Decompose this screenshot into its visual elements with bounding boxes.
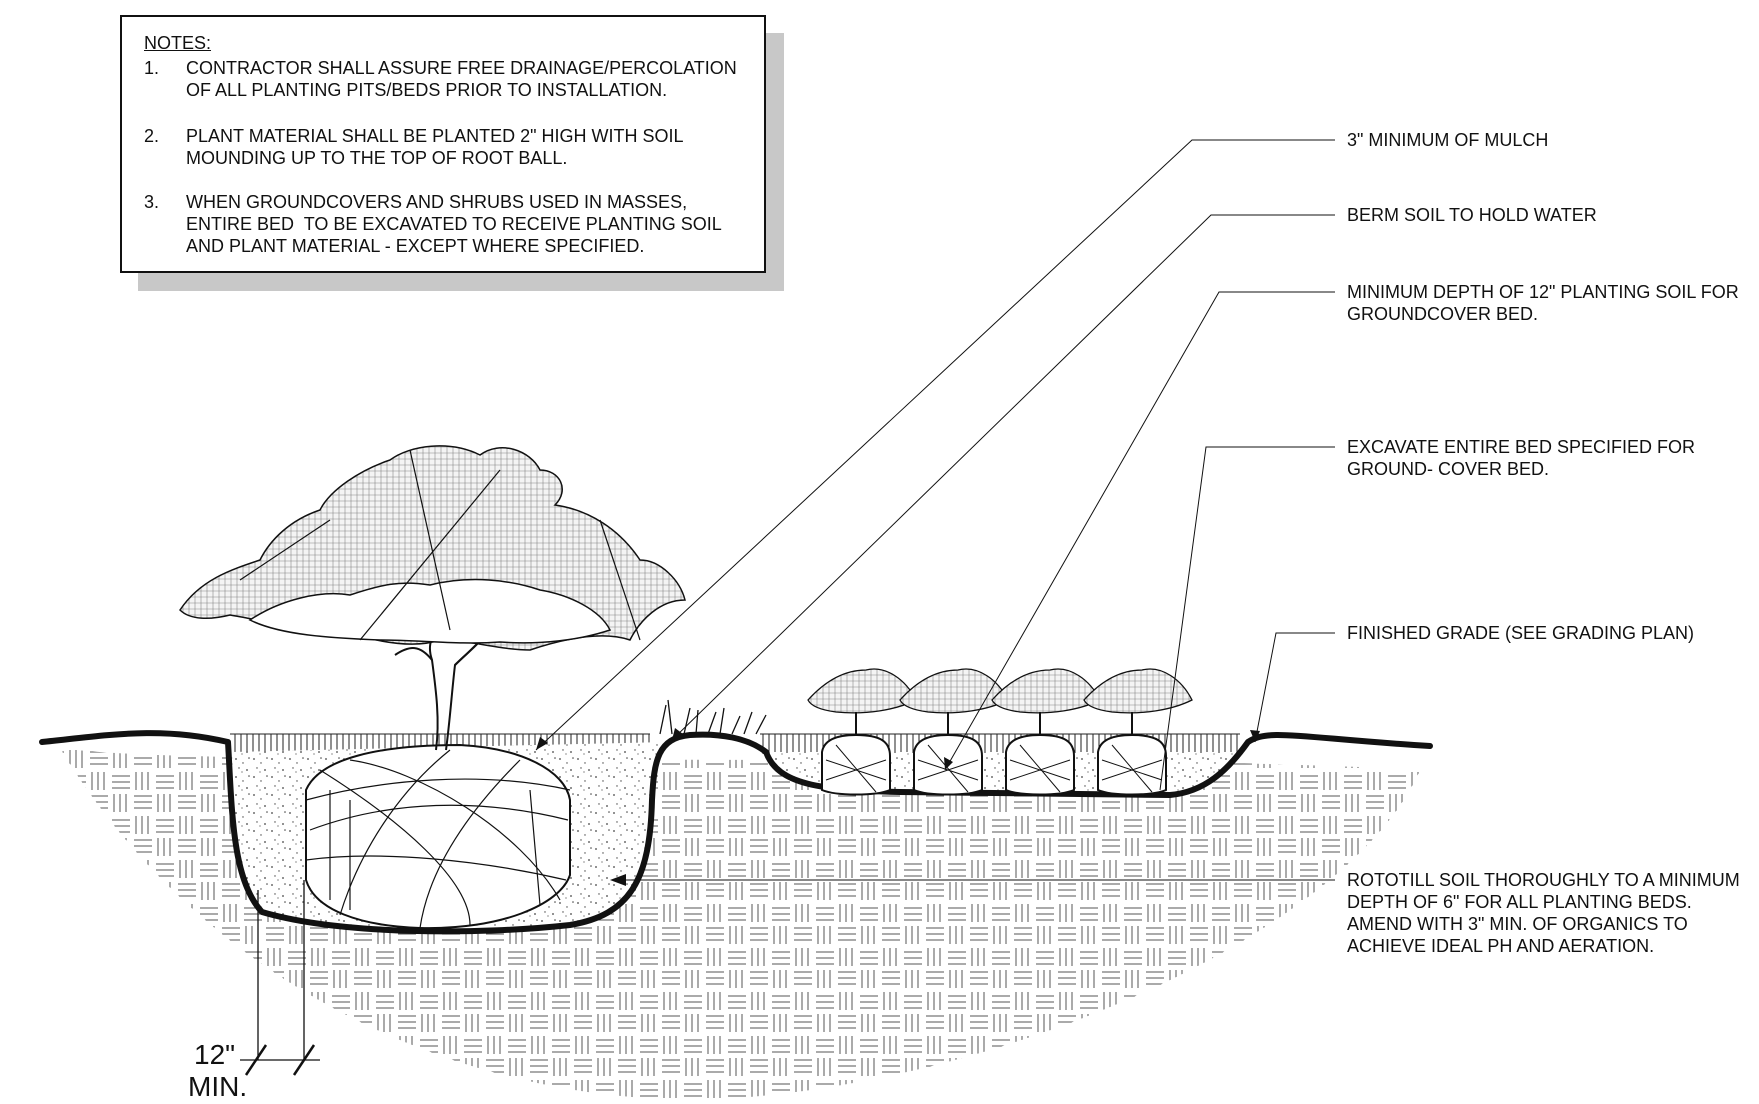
groundcover-plants [807,668,1193,796]
dimension-suffix: MIN. [188,1071,248,1102]
leader-lines [535,139,1335,881]
note-text: PLANT MATERIAL SHALL BE PLANTED 2" HIGH … [186,126,684,168]
groundcover-plant-3 [991,668,1101,796]
callout-grade: FINISHED GRADE (SEE GRADING PLAN) [1347,623,1695,643]
dimension-value: 12" [194,1039,236,1070]
notes-title: NOTES: [144,33,212,53]
note-number: 3. [144,192,160,212]
berm-grasses [659,699,767,735]
leader-grade [1254,632,1335,743]
groundcover-plant-1 [807,668,917,796]
note-item-2: 2. PLANT MATERIAL SHALL BE PLANTED 2" HIG… [144,125,684,169]
note-number: 2. [144,126,160,146]
leader-berm [671,214,1335,741]
tree-trunk [394,619,496,751]
callout-mulch: 3" MINIMUM OF MULCH [1347,130,1549,150]
callout-depth: MINIMUM DEPTH OF 12" PLANTING SOIL FOR G… [1347,282,1739,324]
note-text: WHEN GROUNDCOVERS AND SHRUBS USED IN MAS… [186,192,722,256]
leader-arrowheads [536,728,1260,886]
leader-depth [944,291,1335,771]
callout-rototill: ROTOTILL SOIL THOROUGHLY TO A MINIMUM DE… [1347,870,1740,956]
callout-berm: BERM SOIL TO HOLD WATER [1347,205,1597,225]
callout-excavate: EXCAVATE ENTIRE BED SPECIFIED FOR GROUND… [1347,437,1696,479]
tree-canopy [179,445,686,651]
finished-grade-line [39,730,1433,935]
notes-box: NOTES: 1. CONTRACTOR SHALL ASSURE FREE DR… [120,15,766,273]
groundcover-plant-4 [1083,668,1193,796]
note-number: 1. [144,58,160,78]
leader-excavate [1159,446,1335,791]
note-item-1: 1. CONTRACTOR SHALL ASSURE FREE DRAINAGE/… [144,57,737,101]
note-text: CONTRACTOR SHALL ASSURE FREE DRAINAGE/PE… [186,58,737,100]
leader-mulch [535,139,1335,751]
tree-root-ball [305,743,571,930]
note-item-3: 3. WHEN GROUNDCOVERS AND SHRUBS USED IN M… [144,191,722,257]
dimension-lines [240,880,320,1076]
